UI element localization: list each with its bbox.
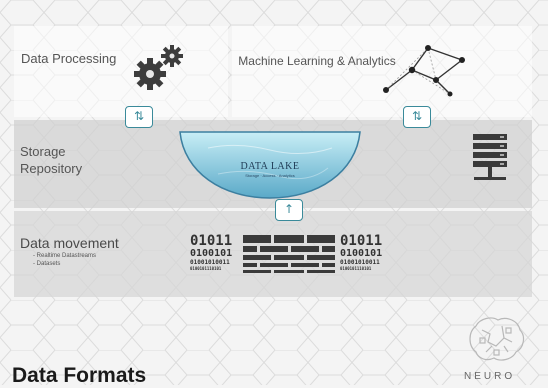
realtime-datastreams-item: - Realtime Datastreams	[33, 253, 97, 259]
binary-left-line2: 0100101	[190, 248, 233, 259]
machine-learning-label: Machine Learning & Analytics	[238, 54, 396, 68]
datasets-item: - Datasets	[33, 261, 61, 267]
processing-storage-arrow-icon: ⇅	[125, 106, 153, 128]
binary-left-line1: 01011	[190, 233, 233, 249]
server-icon	[473, 134, 507, 180]
data-processing-label: Data Processing	[21, 51, 117, 66]
binary-left-line4: 0100101110101	[190, 266, 222, 271]
data-lake-title: DATA LAKE	[240, 161, 300, 172]
data-lake-subtitle: Storage · Access · Analytics	[245, 173, 295, 178]
machine-learning-panel	[232, 26, 532, 117]
binary-right-line2: 0100101	[340, 248, 383, 259]
data-lake-bowl	[179, 131, 361, 199]
data-bricks-icon	[243, 235, 335, 273]
binary-right-line4: 0100101110101	[340, 266, 372, 271]
movement-storage-arrow-icon: ↑	[275, 199, 303, 221]
brain-logo-icon	[469, 317, 525, 361]
gears-icon	[134, 45, 183, 90]
network-graph-icon	[383, 45, 465, 97]
data-movement-panel	[14, 211, 532, 297]
data-formats-heading: Data Formats	[12, 364, 147, 387]
neuro-logo-text: NEURO	[464, 371, 516, 382]
storage-repository-label: Storage Repository	[20, 144, 83, 176]
binary-right-line3: 01001010011	[340, 259, 380, 266]
data-processing-panel	[14, 26, 228, 117]
binary-right-line1: 01011	[340, 233, 383, 249]
data-movement-label: Data movement	[20, 235, 119, 251]
binary-left-line3: 01001010011	[190, 259, 230, 266]
analytics-storage-arrow-icon: ⇅	[403, 106, 431, 128]
